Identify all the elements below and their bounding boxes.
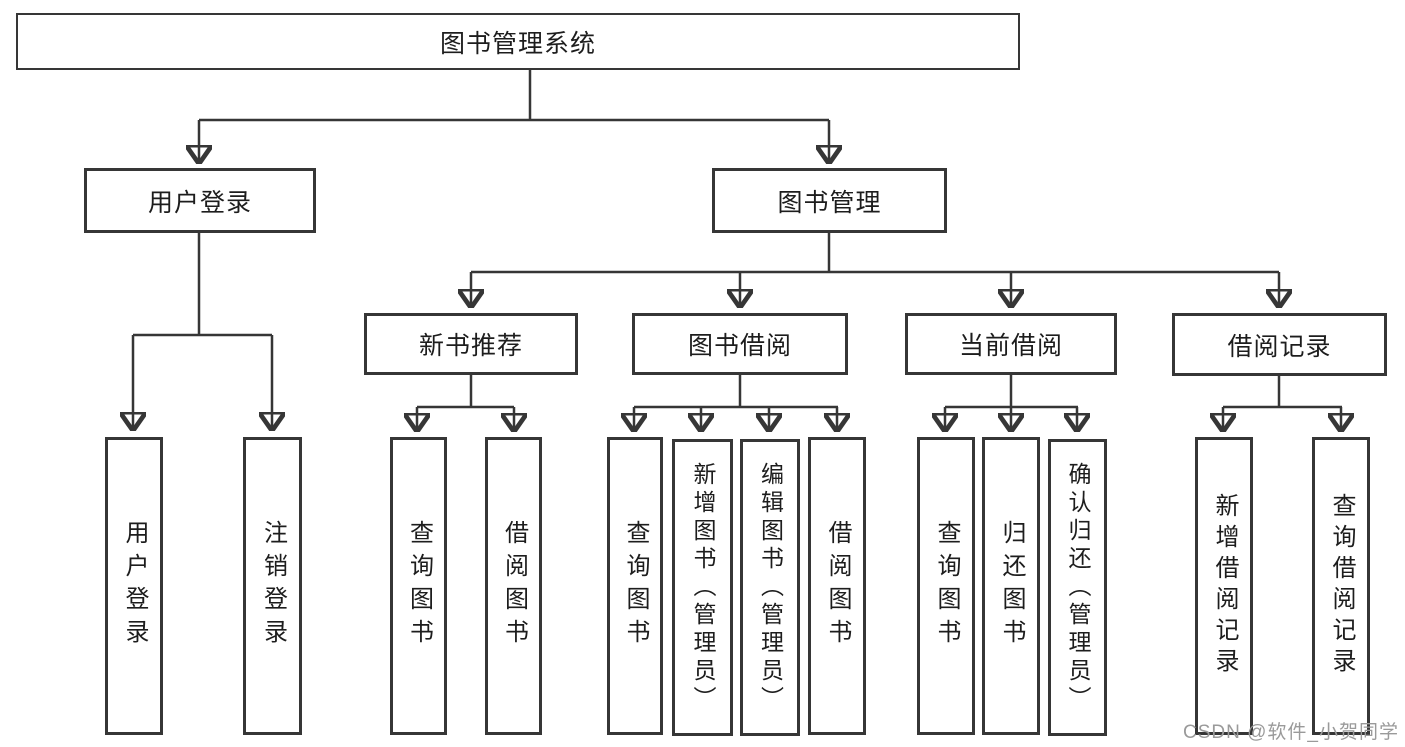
leaf-confirm-return-admin: 确认归还（管理员） (1048, 439, 1107, 736)
node-book-management: 图书管理 (712, 168, 947, 233)
leaf-query-borrow-record: 查询借阅记录 (1312, 437, 1370, 735)
leaf-return-books: 归还图书 (982, 437, 1040, 735)
leaf-user-login: 用户登录 (105, 437, 163, 735)
leaf-borrow-books-recommend: 借阅图书 (485, 437, 542, 735)
csdn-watermark: CSDN @软件_小贺同学 (1183, 722, 1399, 743)
node-current-borrowing: 当前借阅 (905, 313, 1117, 375)
leaf-query-books-current: 查询图书 (917, 437, 975, 735)
node-new-book-recommendation: 新书推荐 (364, 313, 578, 375)
leaf-add-books-admin: 新增图书（管理员） (672, 439, 733, 736)
leaf-query-books-recommend: 查询图书 (390, 437, 447, 735)
node-user-login: 用户登录 (84, 168, 316, 233)
node-borrowing-records: 借阅记录 (1172, 313, 1387, 376)
leaf-borrow-books: 借阅图书 (808, 437, 866, 735)
leaf-query-books-borrow: 查询图书 (607, 437, 663, 735)
leaf-logout: 注销登录 (243, 437, 302, 735)
node-library-management-system: 图书管理系统 (16, 13, 1020, 70)
leaf-add-borrow-record: 新增借阅记录 (1195, 437, 1253, 735)
node-book-borrowing: 图书借阅 (632, 313, 848, 375)
leaf-edit-books-admin: 编辑图书（管理员） (740, 439, 800, 736)
